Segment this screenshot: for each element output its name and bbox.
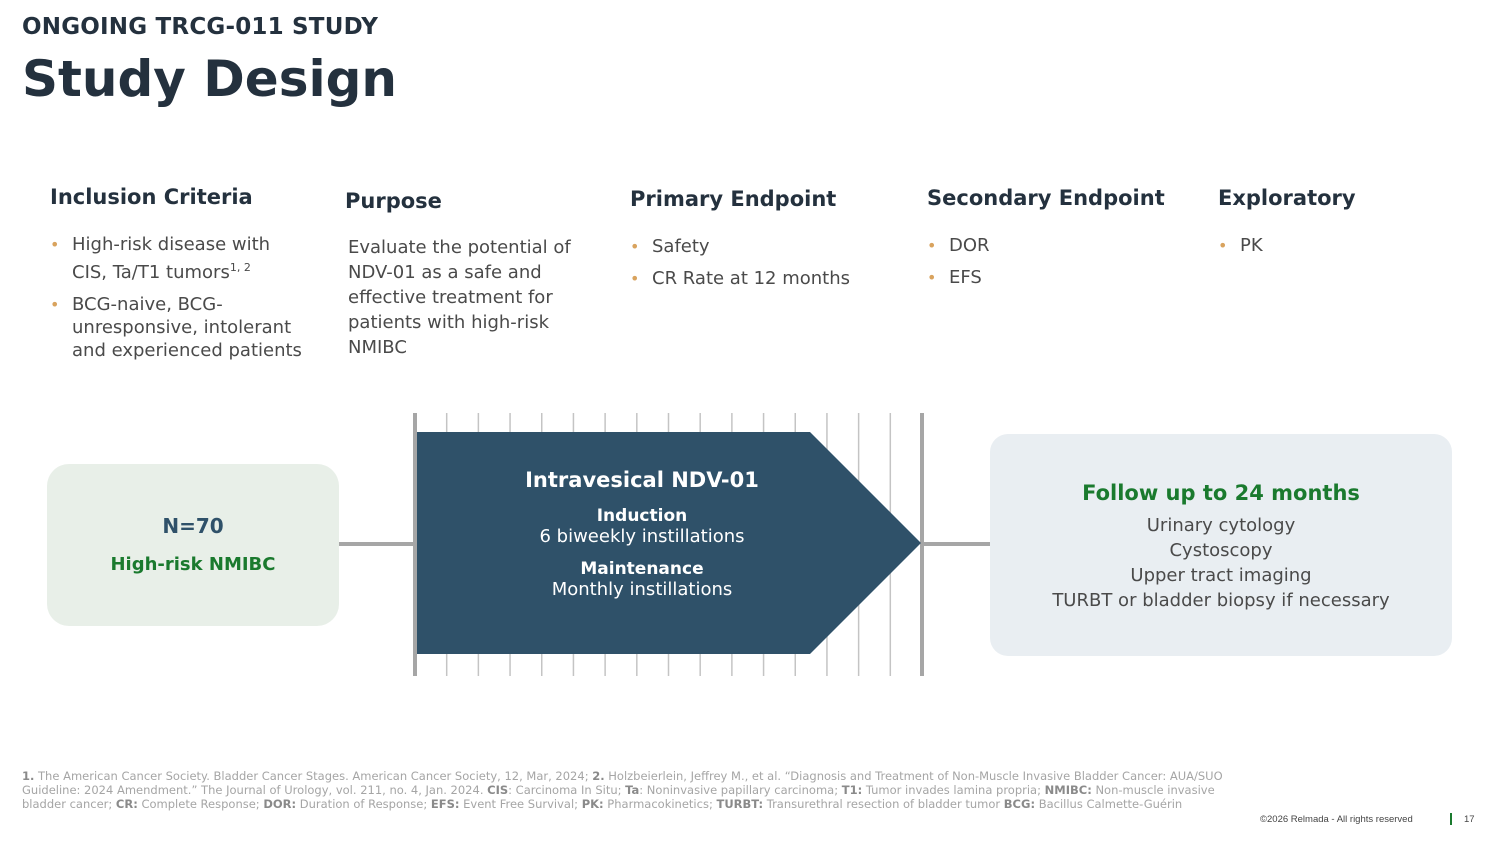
treatment-text: Intravesical NDV-01 Induction 6 biweekly… (415, 468, 869, 612)
column-heading: Exploratory (1218, 186, 1356, 210)
maintenance-detail: Monthly instillations (551, 579, 733, 600)
column-heading: Primary Endpoint (630, 187, 837, 211)
secondary-endpoint-column: Secondary Endpoint DOR EFS (927, 186, 1187, 298)
footnote-term: NMIBC: (1044, 783, 1092, 797)
exploratory-column: Exploratory PK (1218, 186, 1418, 266)
followup-item: Urinary cytology (1146, 515, 1296, 536)
footnote-text: Complete Response; (137, 797, 264, 811)
bullet-item: DOR (927, 234, 1187, 257)
population-label: High-risk NMIBC (110, 554, 276, 575)
column-heading: Purpose (345, 189, 442, 213)
footnote-text: Tumor invades lamina propria; (862, 783, 1045, 797)
population-box: N=70 High-risk NMIBC (47, 464, 339, 626)
purpose-text: Evaluate the potential of NDV-01 as a sa… (348, 237, 571, 358)
bullet-item: Safety (630, 235, 900, 258)
footnotes: 1. The American Cancer Society. Bladder … (22, 769, 1247, 811)
induction-label: Induction (596, 506, 688, 526)
footnote-term: T1: (841, 783, 863, 797)
footnote-term: DOR: (263, 797, 297, 811)
footer-divider (1450, 813, 1452, 825)
footnote-text: Bacillus Calmette-Guérin (1035, 797, 1183, 811)
induction-detail: 6 biweekly instillations (539, 526, 745, 547)
footnote-term: CR: (115, 797, 138, 811)
footnote-text: Transurethral resection of bladder tumor (763, 797, 1004, 811)
footnote-term: CIS (487, 783, 509, 797)
footnote-text: : Carcinoma In Situ; (508, 783, 626, 797)
column-heading: Secondary Endpoint (927, 186, 1165, 210)
treatment-title: Intravesical NDV-01 (525, 468, 759, 492)
primary-endpoint-column: Primary Endpoint Safety CR Rate at 12 mo… (630, 187, 900, 299)
eyebrow: ONGOING TRCG-011 STUDY (22, 14, 379, 40)
bullet-item: EFS (927, 266, 1187, 289)
page-title: Study Design (22, 50, 397, 108)
followup-box: Follow up to 24 months Urinary cytology … (990, 434, 1452, 656)
bullet-text: High-risk disease with CIS, Ta/T1 tumors (72, 234, 271, 283)
followup-item: TURBT or bladder biopsy if necessary (1052, 590, 1390, 611)
footnote-text: Non-muscle invasive bladder cancer; (22, 783, 1215, 811)
footnote-text: The American Cancer Society. Bladder Can… (34, 769, 593, 783)
inclusion-column: Inclusion Criteria High-risk disease wit… (50, 185, 310, 371)
maintenance-label: Maintenance (580, 559, 704, 579)
footnote-text: : Noninvasive papillary carcinoma; (639, 783, 842, 797)
footnote-text: Pharmacokinetics; (603, 797, 717, 811)
bullet-item: CR Rate at 12 months (630, 267, 900, 290)
footnote-term: EFS: (430, 797, 460, 811)
followup-item: Upper tract imaging (1130, 565, 1312, 586)
footnote-text: Duration of Response; (296, 797, 431, 811)
footnote-term: 2. (592, 769, 605, 783)
footnote-term: PK: (581, 797, 604, 811)
followup-item: Cystoscopy (1169, 540, 1273, 561)
footnote-term: 1. (22, 769, 35, 783)
purpose-column: Purpose Evaluate the potential of NDV-01… (345, 189, 575, 360)
page-number: 17 (1464, 814, 1475, 825)
footnote-term: Ta (625, 783, 640, 797)
bullet-item: BCG-naive, BCG-unresponsive, intolerant … (50, 293, 310, 362)
column-heading: Inclusion Criteria (50, 185, 253, 209)
followup-title: Follow up to 24 months (1082, 481, 1360, 505)
bullet-item: PK (1218, 234, 1418, 257)
footnote-term: TURBT: (716, 797, 764, 811)
copyright: ©2026 Relmada - All rights reserved (1260, 814, 1413, 825)
footnote-term: BCG: (1003, 797, 1036, 811)
footnote-text: Holzbeierlein, Jeffrey M., et al. “Diagn… (22, 769, 1223, 797)
bullet-item: High-risk disease with CIS, Ta/T1 tumors… (50, 233, 310, 284)
footnote-ref: 1, 2 (229, 261, 251, 274)
sample-size: N=70 (162, 514, 224, 538)
treatment-arrow (417, 432, 921, 654)
footnote-text: Event Free Survival; (459, 797, 582, 811)
